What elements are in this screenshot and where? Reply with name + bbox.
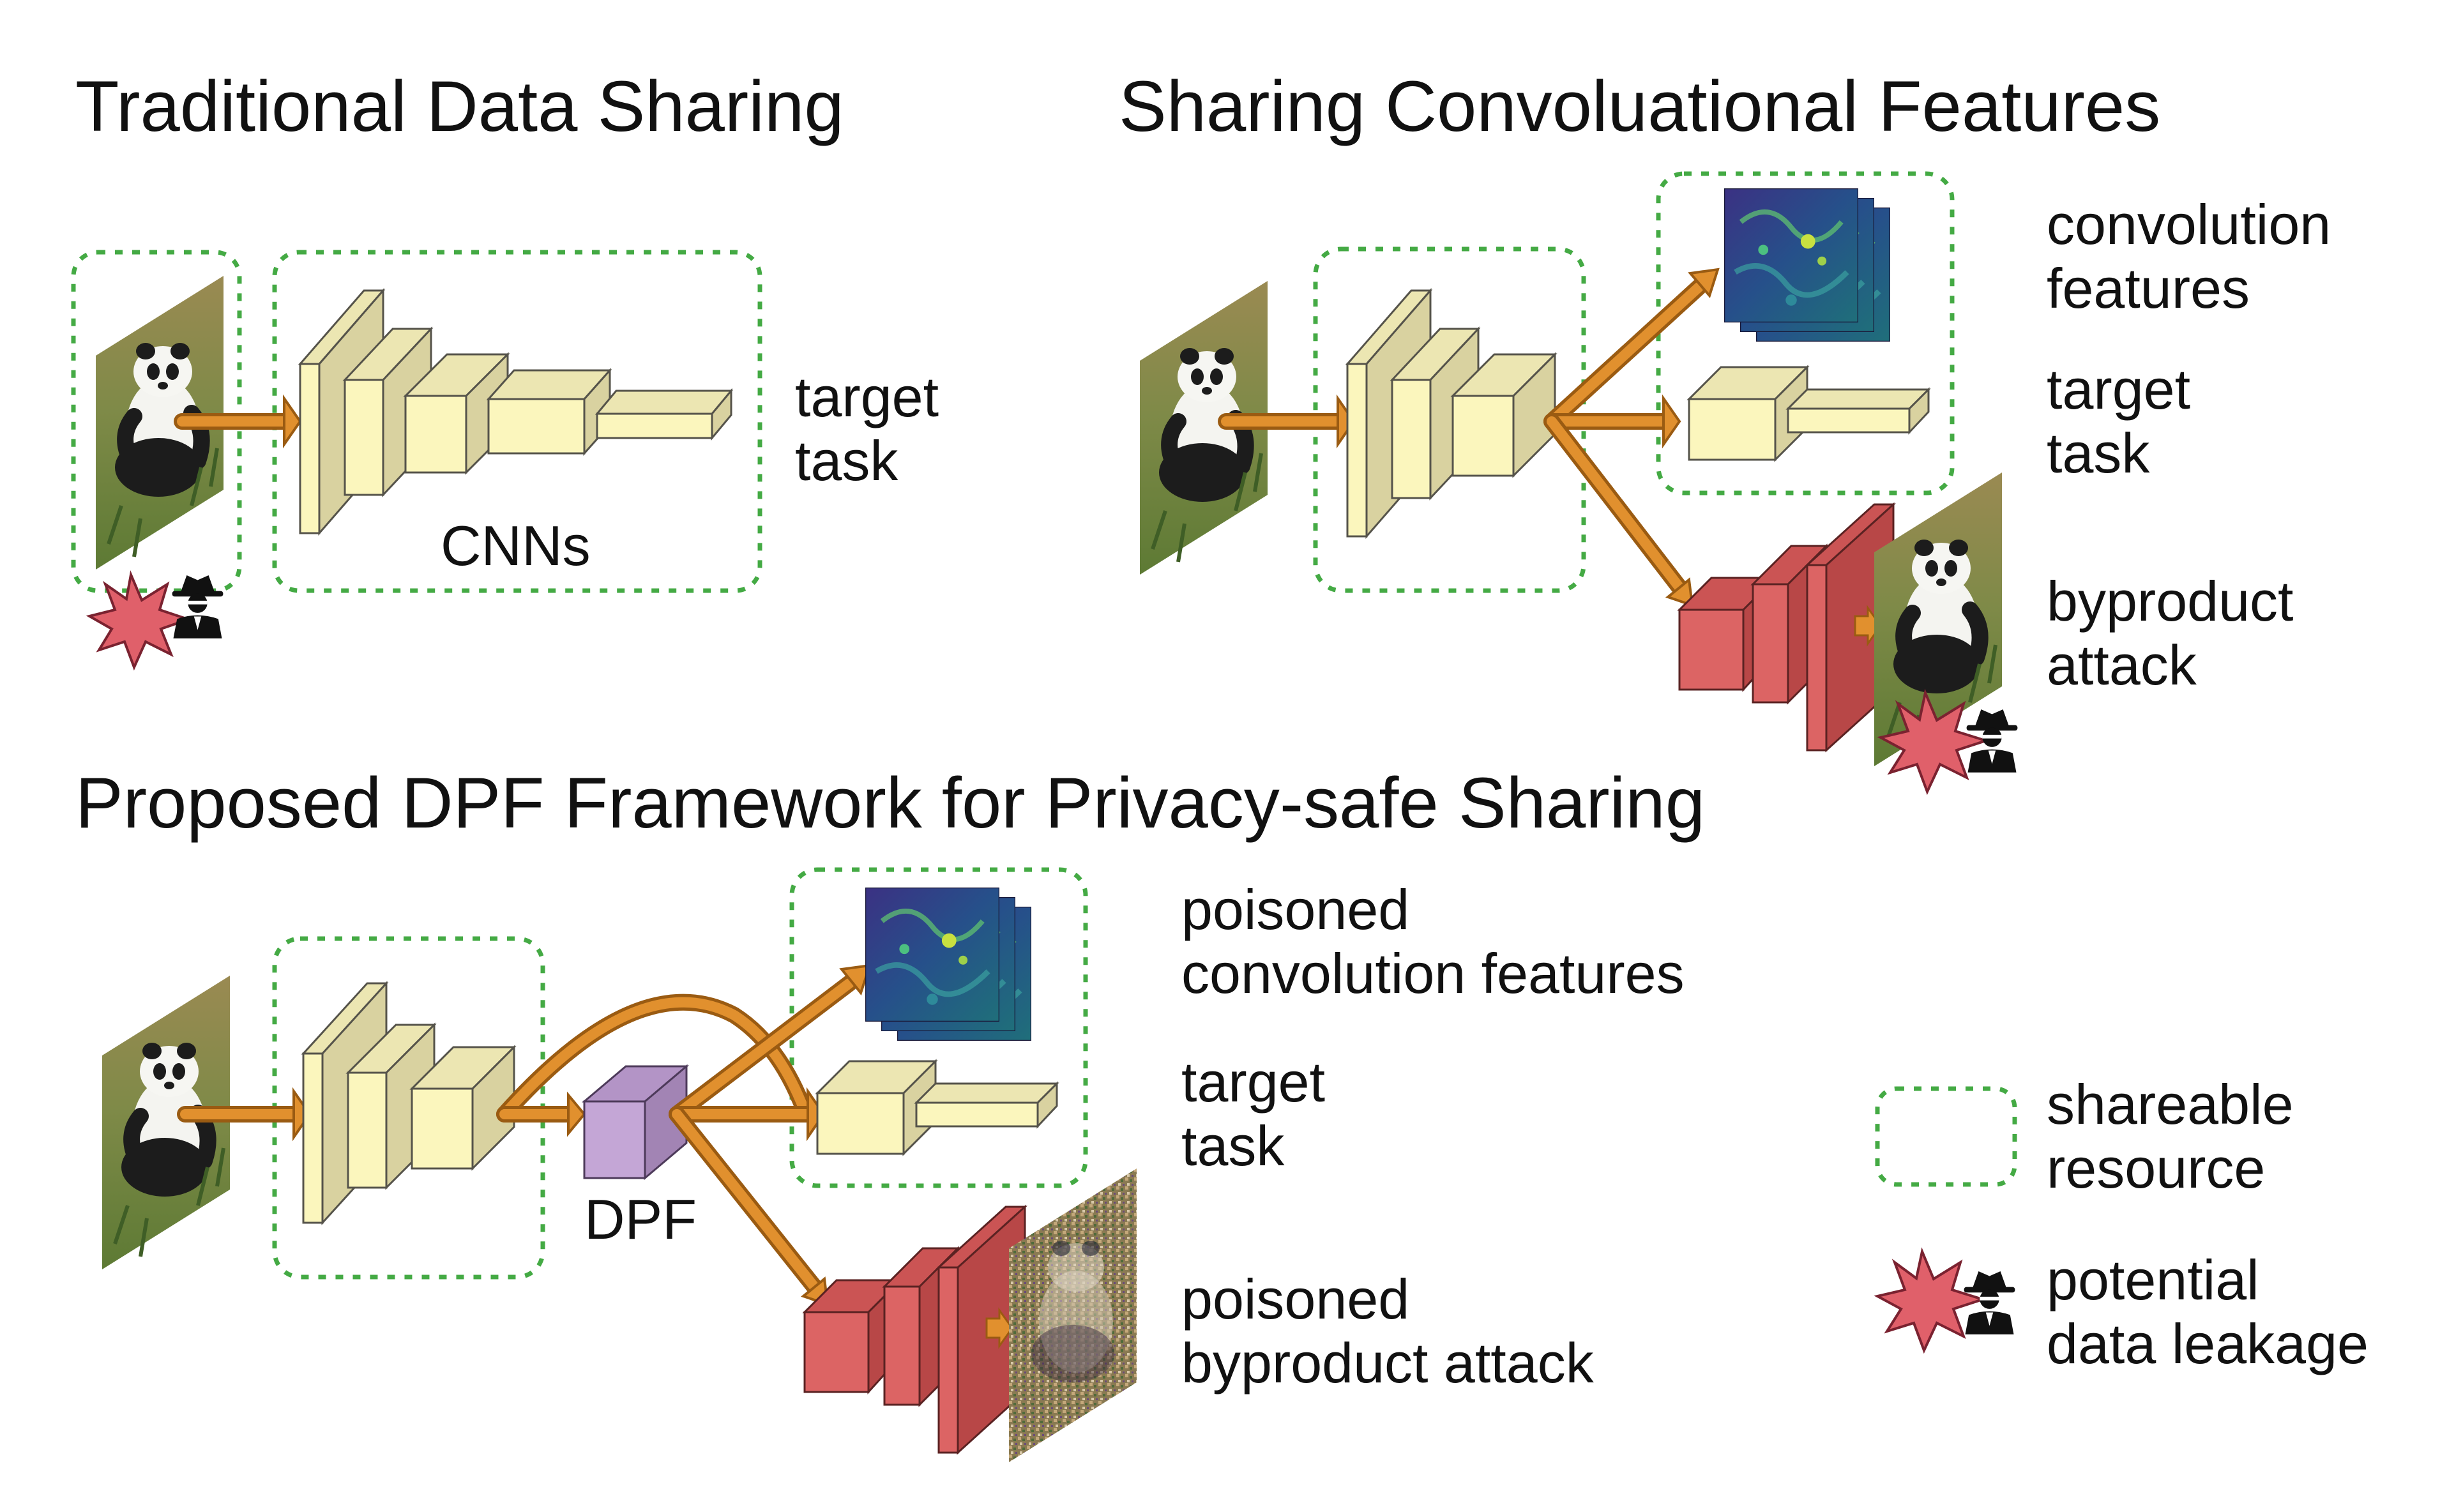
noisy-reconstruction (1009, 1168, 1137, 1462)
explosion-star-icon (1877, 688, 1990, 796)
legend-shareable: shareable (2047, 1073, 2294, 1136)
spy-icon (172, 575, 224, 639)
section-sharing: convolution features target task byprodu… (1140, 171, 2331, 796)
shareable-box-outputs (1656, 171, 1955, 495)
dpf-block (581, 1064, 690, 1181)
label-target: target (2047, 358, 2190, 421)
legend: shareable resource potential data leakag… (1874, 1073, 2368, 1375)
explosion-star-icon (1874, 1247, 1987, 1354)
label-poisoned: poisoned (1181, 878, 1409, 941)
label-convolution: convolution (2047, 193, 2331, 256)
label-task: task (795, 429, 898, 492)
encoder-stack (301, 981, 517, 1225)
section-proposed: DPF (102, 867, 1685, 1462)
legend-potential: potential (2047, 1248, 2259, 1312)
attack-decoder (802, 1204, 1027, 1455)
section-traditional: CNNs target task (71, 250, 939, 671)
feature-map-stack (1724, 188, 1890, 342)
target-head (815, 1059, 1059, 1156)
label-byproduct-attack: byproduct attack (1181, 1331, 1595, 1395)
label-task: task (2047, 421, 2150, 485)
legend-resource: resource (2047, 1137, 2265, 1200)
target-head (1686, 365, 1931, 462)
cnn-stack (298, 287, 734, 536)
label-poisoned: poisoned (1181, 1267, 1409, 1331)
label-convolution-features: convolution features (1181, 942, 1685, 1005)
label-task: task (1181, 1114, 1285, 1177)
legend-data-leakage: data leakage (2047, 1312, 2368, 1375)
shareable-box-cnn (272, 250, 762, 593)
title-sharing-features: Sharing Convoluational Features (1119, 66, 2160, 146)
title-proposed: Proposed DPF Framework for Privacy-safe … (75, 763, 1705, 843)
poisoned-feature-map-stack (865, 888, 1031, 1041)
label-features: features (2047, 257, 2250, 320)
label-attack: attack (2047, 633, 2197, 697)
label-cnns: CNNs (441, 514, 591, 577)
label-target: target (795, 365, 939, 428)
title-traditional: Traditional Data Sharing (75, 66, 844, 146)
label-dpf: DPF (584, 1188, 697, 1251)
legend-shareable-swatch (1875, 1086, 2017, 1187)
encoder-stack (1345, 287, 1557, 540)
label-target: target (1181, 1050, 1325, 1114)
explosion-star-icon (86, 570, 193, 671)
label-byproduct: byproduct (2047, 570, 2293, 633)
